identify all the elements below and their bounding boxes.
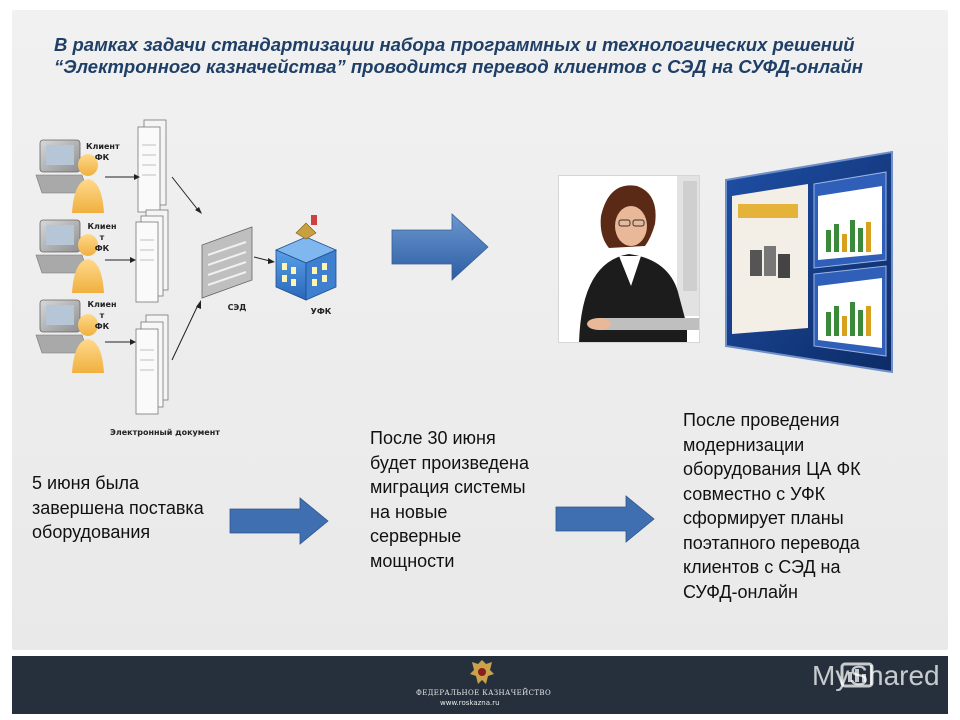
doc-caption: Электронный документ [110,428,220,437]
step-3-text: После проведения модернизации оборудован… [683,410,861,602]
ufk-label: УФК [310,307,332,316]
watermark-text: MyShared [812,660,940,691]
client-label-1-line1: Клиент [86,142,120,151]
computer-user-icon [35,219,104,293]
document-stack-icon [135,209,169,303]
footer-org-name: ФЕДЕРАЛЬНОЕ КАЗНАЧЕЙСТВО [416,689,552,697]
step-2-text: После 30 июня будет произведена миграция… [370,428,529,571]
computer-user-icon [35,299,104,373]
client-label-2-line3: ФК [94,244,110,253]
client-label-3-line3: ФК [94,322,110,331]
client-label-2: Клиен т ФК [86,221,118,254]
arrow-right-icon [391,213,489,281]
client-label-2-line2: т [99,233,105,242]
footer-url[interactable]: www.roskazna.ru [440,699,500,707]
document-stack-icon [137,119,167,213]
client-label-1: Клиент ФК [86,141,120,163]
sed-document-icon [201,226,253,299]
client-label-3-line2: т [99,311,105,320]
sufd-online-screen [725,150,893,374]
client-label-1-line2: ФК [94,153,110,162]
client-label-3-line1: Клиен [87,300,117,309]
client-label-2-line1: Клиен [87,222,117,231]
building-icon [274,215,338,301]
arrow-right-icon [229,497,329,545]
office-worker-photo [558,175,700,343]
step-1-text: 5 июня была завершена поставка оборудова… [32,473,204,542]
computer-user-icon [35,139,104,213]
sed-diagram [35,119,338,415]
document-stack-icon [135,314,169,415]
arrow-right-icon [555,495,655,543]
emblem-icon [470,660,494,684]
office-worker-illustration [559,176,699,342]
myshared-logo-icon [840,662,874,688]
slide-title: В рамках задачи стандартизации набора пр… [54,34,863,77]
sed-label: СЭД [227,303,247,312]
client-label-3: Клиен т ФК [86,299,118,332]
